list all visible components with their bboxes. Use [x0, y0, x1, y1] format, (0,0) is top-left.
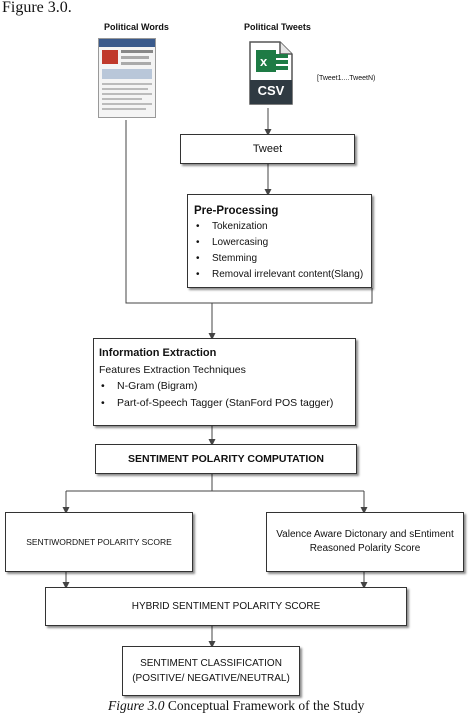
sentiwordnet-label: SENTIWORDNET POLARITY SCORE [26, 537, 172, 547]
tweet-box-label: Tweet [252, 143, 283, 155]
vader-box: Valence Aware Dictonary and sEntiment Re… [266, 512, 464, 572]
svg-text:x: x [260, 54, 268, 69]
line-words-merge [125, 120, 373, 304]
classification-label: SENTIMENT CLASSIFICATION (POSITIVE/ NEGA… [132, 658, 290, 684]
political-words-label: Political Words [104, 22, 169, 32]
political-tweets-label: Political Tweets [244, 22, 311, 32]
caption-label: Figure 3.0 [108, 698, 165, 713]
tweet-box: Tweet [180, 134, 355, 164]
information-extraction-item: Part-of-Speech Tagger (StanFord POS tagg… [99, 395, 351, 412]
figure-caption: Figure 3.0 Conceptual Framework of the S… [108, 698, 364, 714]
sentiwordnet-box: SENTIWORDNET POLARITY SCORE [5, 512, 193, 572]
csv-file-icon: x CSV [248, 40, 294, 106]
information-extraction-subtitle: Features Extraction Techniques [99, 363, 246, 376]
preprocessing-item: Stemming [194, 251, 367, 267]
information-extraction-item: N-Gram (Bigram) [99, 378, 351, 395]
figure-heading: Figure 3.0. [2, 0, 72, 16]
csv-icon-text: CSV [257, 83, 285, 98]
preprocessing-item: Lowercasing [194, 235, 367, 251]
preprocessing-title: Pre-Processing [194, 205, 279, 217]
preprocessing-list: Tokenization Lowercasing Stemming Remova… [194, 219, 367, 283]
hybrid-box: HYBRID SENTIMENT POLARITY SCORE [45, 587, 407, 626]
vader-label: Valence Aware Dictonary and sEntiment Re… [276, 529, 454, 554]
tweets-range-label: [Tweet1....TweetN) [317, 75, 376, 82]
information-extraction-list: N-Gram (Bigram) Part-of-Speech Tagger (S… [99, 378, 351, 411]
hybrid-label: HYBRID SENTIMENT POLARITY SCORE [131, 601, 321, 612]
sentiment-polarity-label: SENTIMENT POLARITY COMPUTATION [128, 453, 324, 465]
preprocessing-item: Removal irrelevant content(Slang) [194, 267, 367, 283]
preprocessing-item: Tokenization [194, 219, 367, 235]
information-extraction-box: Information Extraction Features Extracti… [93, 338, 356, 426]
preprocessing-box: Pre-Processing Tokenization Lowercasing … [187, 194, 372, 288]
webpage-thumbnail [98, 38, 156, 118]
classification-box: SENTIMENT CLASSIFICATION (POSITIVE/ NEGA… [122, 646, 300, 696]
caption-text: Conceptual Framework of the Study [164, 698, 365, 713]
sentiment-polarity-box: SENTIMENT POLARITY COMPUTATION [95, 444, 357, 474]
information-extraction-title: Information Extraction [99, 347, 217, 359]
